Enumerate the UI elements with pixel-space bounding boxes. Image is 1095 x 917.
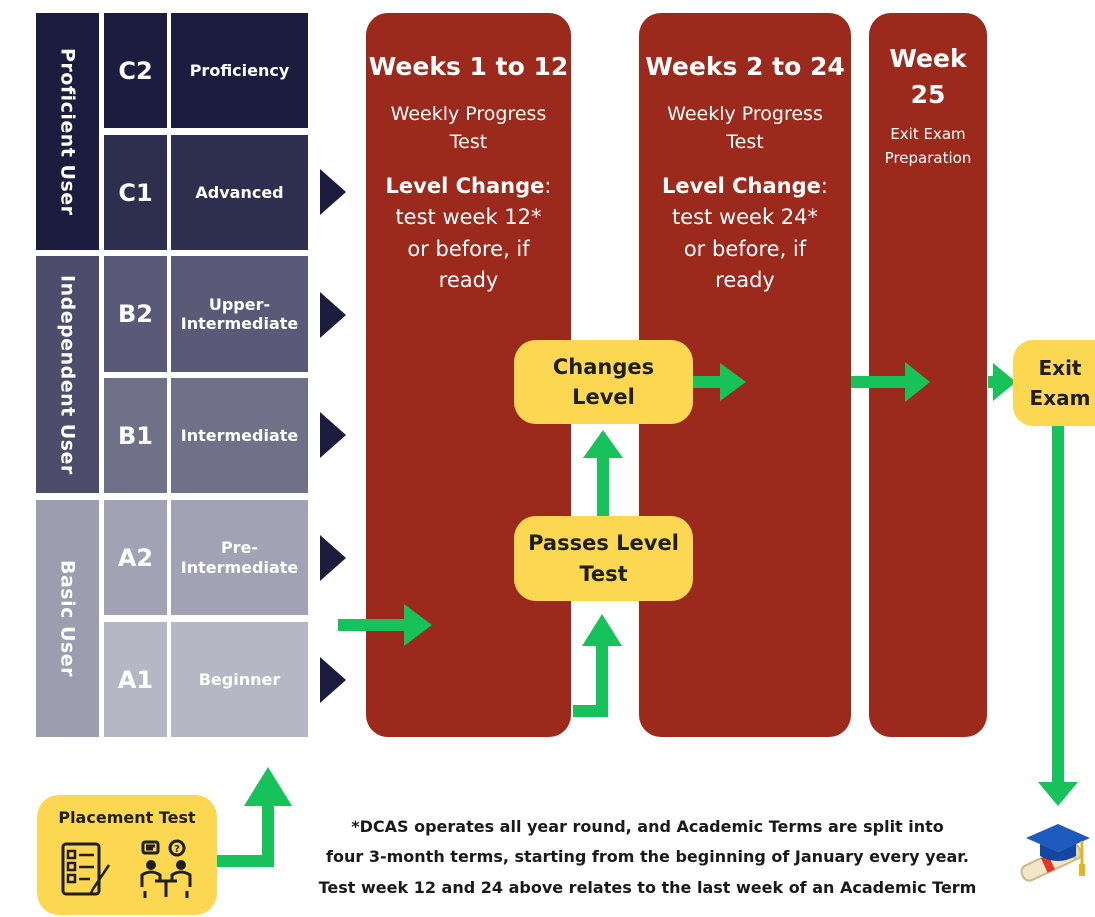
changes-level-box: Changes Level <box>514 340 693 424</box>
level-code: A2 <box>104 500 167 615</box>
column-title: Weeks 2 to 24 <box>645 52 845 81</box>
group-proficient-user: Proficient User <box>36 13 99 250</box>
interview-icon: ? <box>140 839 192 898</box>
level-name: Beginner <box>171 622 308 737</box>
level-code: A1 <box>104 622 167 737</box>
arrow-right-icon <box>320 412 346 458</box>
placement-test-label: Placement Test <box>58 808 196 827</box>
arrow-right-icon <box>320 292 346 338</box>
level-code: C2 <box>104 13 167 128</box>
level-name: Advanced <box>171 135 308 250</box>
arrow-right-icon <box>320 657 346 703</box>
placement-test-box: Placement Test ? <box>37 795 217 915</box>
level-code: C1 <box>104 135 167 250</box>
checklist-icon <box>61 842 111 896</box>
level-change-label: Level Change <box>662 173 821 198</box>
level-name: Intermediate <box>171 378 308 493</box>
column-subtitle: Exit Exam Preparation <box>884 124 972 167</box>
group-label: Proficient User <box>56 47 79 216</box>
level-name: Upper-Intermediate <box>171 256 308 372</box>
level-change-block: Level Change: test week 24* or before, i… <box>650 171 840 297</box>
column-title: Week 25 <box>889 44 967 110</box>
group-label: Independent User <box>56 274 79 475</box>
footnote-line: Test week 12 and 24 above relates to the… <box>318 877 977 897</box>
footnote-line: four 3-month terms, starting from the be… <box>326 847 969 867</box>
level-code: B1 <box>104 378 167 493</box>
footnote-line: *DCAS operates all year round, and Acade… <box>351 817 944 836</box>
passes-level-test-label: Passes Level Test <box>528 531 679 586</box>
level-change-label: Level Change <box>385 173 545 198</box>
level-name: Pre-Intermediate <box>171 500 308 615</box>
column-week-25: Week 25 Exit Exam Preparation <box>869 13 987 737</box>
graduation-cap-diploma-icon <box>1020 824 1090 882</box>
level-change-text: test week 24* or before, if ready <box>671 205 819 292</box>
column-title: Weeks 1 to 12 <box>368 52 569 81</box>
exit-exam-label: Exit Exam <box>1029 356 1091 410</box>
level-change-block: Level Change: test week 12* or before, i… <box>374 171 564 297</box>
column-subtitle: Weekly Progress Test <box>390 102 547 154</box>
level-code: B2 <box>104 256 167 372</box>
level-change-text: test week 12* or before, if ready <box>395 205 542 292</box>
arrow-right-icon <box>320 169 346 215</box>
group-basic-user: Basic User <box>36 500 99 737</box>
group-independent-user: Independent User <box>36 256 99 493</box>
level-name: Proficiency <box>171 13 308 128</box>
column-subtitle: Weekly Progress Test <box>667 102 823 154</box>
passes-level-test-box: Passes Level Test <box>514 516 693 601</box>
group-label: Basic User <box>56 560 79 677</box>
svg-text:?: ? <box>174 844 180 855</box>
changes-level-label: Changes Level <box>552 354 655 409</box>
arrow-right-icon <box>320 535 346 581</box>
exit-exam-box: Exit Exam <box>1013 340 1095 426</box>
footnote: *DCAS operates all year round, and Acade… <box>290 812 1005 903</box>
